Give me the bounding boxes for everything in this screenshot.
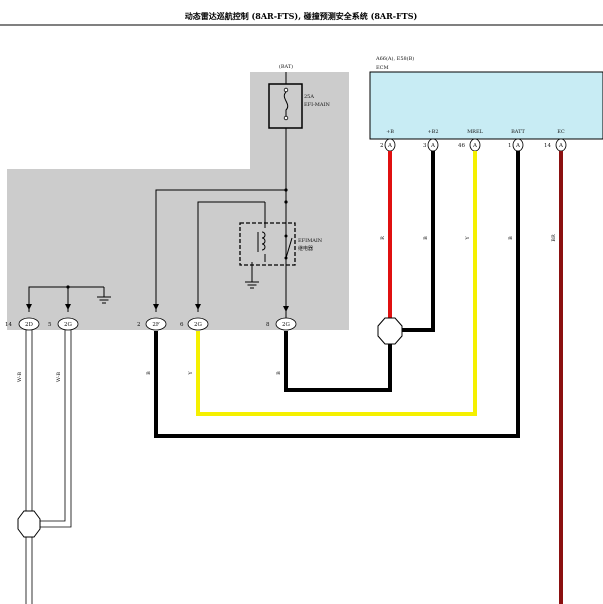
svg-text:A: A	[515, 143, 521, 149]
svg-text:14: 14	[544, 143, 551, 149]
wire-label-b: B	[146, 371, 152, 375]
wire-to-2f	[155, 189, 286, 312]
svg-text:6: 6	[180, 322, 184, 328]
fuse-rating: 25A	[304, 94, 314, 100]
connector-14-2d: 14 2D	[5, 317, 40, 331]
splice-junction-icon	[377, 317, 403, 345]
wire-label-y: Y	[188, 371, 194, 376]
svg-text:2G: 2G	[194, 322, 202, 328]
connector-8-2g: 8 2G	[266, 317, 297, 331]
wire-label-b: B	[508, 236, 514, 240]
svg-text:A: A	[387, 143, 393, 149]
arrow-icon	[195, 304, 201, 310]
arrow-icon	[65, 304, 71, 310]
wire-black-batt	[154, 151, 520, 438]
svg-text:3: 3	[423, 143, 427, 149]
svg-text:8: 8	[266, 322, 270, 328]
ground-bus	[28, 286, 104, 312]
svg-text:+B: +B	[386, 129, 394, 135]
svg-text:A: A	[472, 143, 478, 149]
wire-label-br: BR	[551, 234, 557, 242]
splice-junction-icon	[17, 510, 41, 538]
connector-5-2g: 5 2G	[48, 317, 79, 331]
relay-name: EFIMAIN	[298, 238, 323, 244]
relay-name-cn: 继电器	[298, 245, 313, 252]
wire-label-r: R	[380, 236, 386, 240]
svg-text:5: 5	[48, 322, 52, 328]
junction-block-area	[7, 72, 349, 330]
bus-junction-dot	[66, 285, 70, 289]
svg-text:+B2: +B2	[427, 129, 438, 135]
wire-black-plus-b2	[402, 151, 435, 332]
svg-text:2F: 2F	[152, 322, 159, 328]
ecm-terminal-plus-b: +B 2 A	[380, 129, 396, 152]
ecm-name: ECM	[376, 65, 389, 71]
wire-label-b: B	[276, 371, 282, 375]
svg-text:BATT: BATT	[511, 129, 525, 135]
ecm-terminal-ec: EC 14 A	[544, 129, 567, 152]
fuse-icon	[283, 87, 289, 121]
connector-6-2g: 6 2G	[180, 317, 209, 331]
svg-text:A: A	[558, 143, 564, 149]
wire-to-6-2g	[197, 201, 265, 312]
bus-junction-dot	[284, 200, 288, 204]
wire-label-y: Y	[465, 236, 471, 241]
svg-text:MREL: MREL	[467, 129, 484, 135]
wire-yellow-mrel	[196, 151, 477, 416]
fuse-name: EFI-MAIN	[304, 102, 330, 108]
ground-icon	[97, 287, 111, 304]
bat-label: (BAT)	[279, 63, 293, 70]
svg-text:2G: 2G	[64, 322, 72, 328]
svg-text:2: 2	[380, 143, 384, 149]
svg-text:EC: EC	[557, 129, 565, 135]
wire-label-wb: W-B	[56, 372, 62, 382]
ground-icon	[245, 262, 259, 289]
page-title: 动态雷达巡航控制 (8AR-FTS), 碰撞预测安全系统 (8AR-FTS)	[185, 11, 418, 21]
ecm-terminal-batt: BATT 1 A	[508, 129, 526, 152]
arrow-icon	[26, 304, 32, 310]
svg-text:A: A	[430, 143, 436, 149]
svg-text:2D: 2D	[25, 322, 33, 328]
relay-coil-icon	[257, 202, 266, 262]
relay-box	[239, 222, 296, 266]
wire-black-8-2g	[284, 331, 392, 392]
ecm-box	[369, 71, 603, 140]
svg-text:1: 1	[508, 143, 512, 149]
arrow-icon	[283, 306, 289, 312]
wire-ground-left	[25, 330, 72, 604]
arrow-icon	[153, 304, 159, 310]
relay-switch-icon	[284, 234, 293, 260]
wire-label-b: B	[423, 236, 429, 240]
wire-label-wb: W-B	[17, 372, 23, 382]
connector-2-2f: 2 2F	[137, 317, 167, 331]
svg-text:14: 14	[5, 322, 12, 328]
svg-text:2: 2	[137, 322, 141, 328]
svg-text:2G: 2G	[282, 322, 290, 328]
ecm-connector-ref: A66(A), E58(B)	[375, 55, 414, 62]
svg-text:46: 46	[458, 143, 465, 149]
